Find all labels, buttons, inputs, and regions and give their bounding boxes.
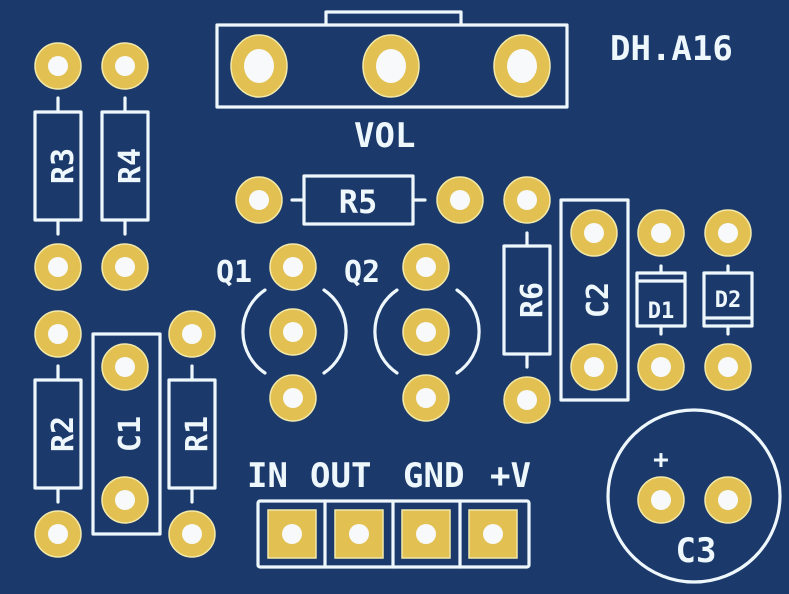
d2-pad-1[interactable] [704,209,752,257]
q2-outline-right [455,288,481,375]
q1-pad-2[interactable] [269,308,317,356]
r6-pad-1[interactable] [503,176,551,224]
d1-diode[interactable]: D1 [635,209,687,391]
c1-outline [91,332,162,536]
q1-pad-1[interactable] [269,243,317,291]
d1-label: D1 [648,299,675,324]
r2-pad-1[interactable] [34,310,82,358]
c1-capacitor[interactable]: C1 [91,332,162,536]
connector-pin-vplus[interactable] [468,509,518,559]
r2-label: R2 [46,416,81,452]
c3-pad-positive[interactable] [637,476,685,524]
c1-label: C1 [113,416,148,452]
c2-label: C2 [581,282,616,318]
d2-pad-2[interactable] [704,343,752,391]
q1-pad-3[interactable] [269,374,317,422]
r4-pad-1[interactable] [101,42,149,90]
connector-pin-gnd[interactable] [401,509,451,559]
r5-resistor[interactable]: R5 [235,174,484,226]
pin-label-out: OUT [310,456,371,496]
r1-pad-2[interactable] [168,510,216,558]
r3-label: R3 [46,148,81,184]
connector-pin-out[interactable] [334,509,384,559]
q2-label: Q2 [344,255,380,290]
c3-pad-negative[interactable] [704,476,752,524]
r4-resistor[interactable]: R4 [100,42,150,291]
r5-pad-1[interactable] [235,176,283,224]
board-title: DH.A16 [610,29,733,69]
connector-pin-in[interactable] [267,509,317,559]
vol-pad-1[interactable] [230,34,288,98]
r4-label: R4 [113,148,148,184]
q2-pad-3[interactable] [402,374,450,422]
c1-pad-2[interactable] [101,476,149,524]
c3-electrolytic-capacitor[interactable]: + C3 [606,408,782,584]
c1-pad-1[interactable] [101,343,149,391]
vol-pad-3[interactable] [493,34,551,98]
r2-resistor[interactable]: R2 [33,310,83,558]
r3-resistor[interactable]: R3 [33,42,83,291]
d2-diode[interactable]: D2 [702,209,754,391]
r1-label: R1 [180,416,215,452]
q1-outline-left [241,288,267,375]
q2-outline-left [373,288,399,375]
r3-pad-2[interactable] [34,243,82,291]
r4-pad-2[interactable] [101,243,149,291]
vol-label: VOL [354,116,415,156]
vol-outline [215,23,569,109]
c2-capacitor[interactable]: C2 [559,198,630,402]
pin-label-gnd: GND [403,456,464,496]
r5-label: R5 [339,183,378,221]
c2-pad-2[interactable] [570,343,618,391]
c3-outline [606,408,782,584]
vol-shaft-outline [324,10,463,27]
pin-label-in: IN [247,456,288,496]
r1-pad-1[interactable] [168,310,216,358]
vol-potentiometer[interactable]: VOL [215,10,569,156]
d1-pad-1[interactable] [637,209,685,257]
q1-label: Q1 [216,255,252,290]
r3-pad-1[interactable] [34,42,82,90]
r6-pad-2[interactable] [503,376,551,424]
io-connector[interactable]: IN OUT GND +V [247,456,531,569]
r2-pad-2[interactable] [34,510,82,558]
c3-label: C3 [676,531,717,571]
r5-pad-2[interactable] [436,176,484,224]
q2-pad-2[interactable] [402,308,450,356]
q1-outline-right [322,288,348,375]
pin-label-vplus: +V [490,456,531,496]
c2-pad-1[interactable] [570,209,618,257]
c3-polarity-plus-icon: + [653,445,669,475]
vol-pad-2[interactable] [362,34,420,98]
r6-label: R6 [515,282,550,318]
r1-resistor[interactable]: R1 [167,310,217,558]
c2-outline [559,198,630,402]
r6-resistor[interactable]: R6 [502,176,552,424]
d1-pad-2[interactable] [637,343,685,391]
d2-label: D2 [715,288,742,313]
q2-pad-1[interactable] [402,243,450,291]
q2-transistor[interactable]: Q2 [344,243,481,422]
q1-transistor[interactable]: Q1 [216,243,348,422]
